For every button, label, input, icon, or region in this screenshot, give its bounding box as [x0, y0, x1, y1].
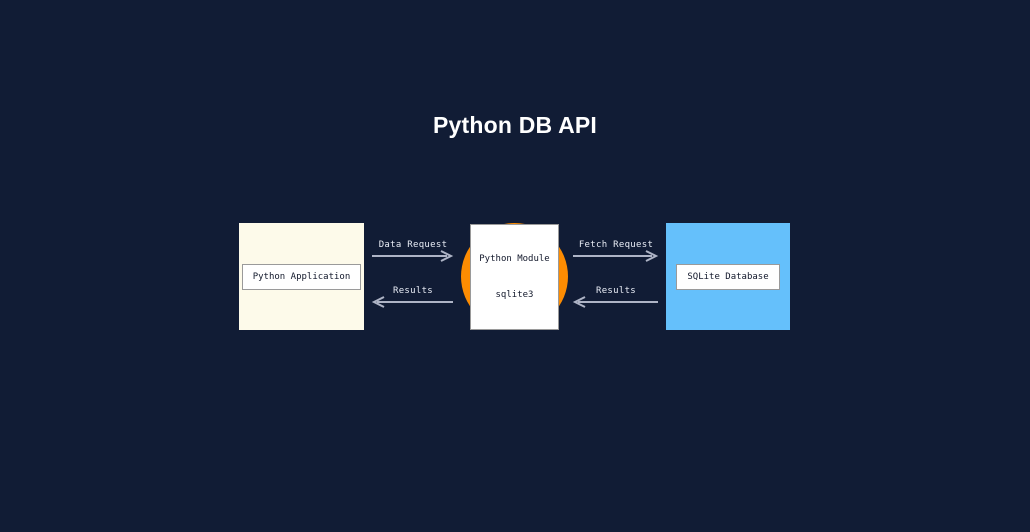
node-sqlite-database: SQLite Database: [666, 223, 790, 330]
node-python-application: Python Application: [239, 223, 364, 330]
node-python-module-label-line2: sqlite3: [495, 289, 534, 300]
arrow-left-icon-results-left: [371, 296, 453, 308]
flow-label-results-right: Results: [595, 286, 637, 296]
arrow-left-icon-results-right: [572, 296, 658, 308]
page-title: Python DB API: [432, 112, 598, 138]
flow-label-results-left: Results: [392, 286, 434, 296]
node-python-module-sqlite3: Python Module sqlite3: [461, 223, 568, 330]
node-python-application-label: Python Application: [241, 263, 362, 290]
node-python-module-label: Python Module sqlite3: [470, 223, 559, 330]
arrow-right-icon-fetch-request: [573, 250, 659, 262]
node-python-module-label-line1: Python Module: [479, 253, 550, 264]
node-sqlite-database-label: SQLite Database: [676, 263, 780, 290]
flow-label-data-request: Data Request: [378, 240, 448, 250]
arrow-right-icon-data-request: [372, 250, 454, 262]
flow-label-fetch-request: Fetch Request: [578, 240, 654, 250]
